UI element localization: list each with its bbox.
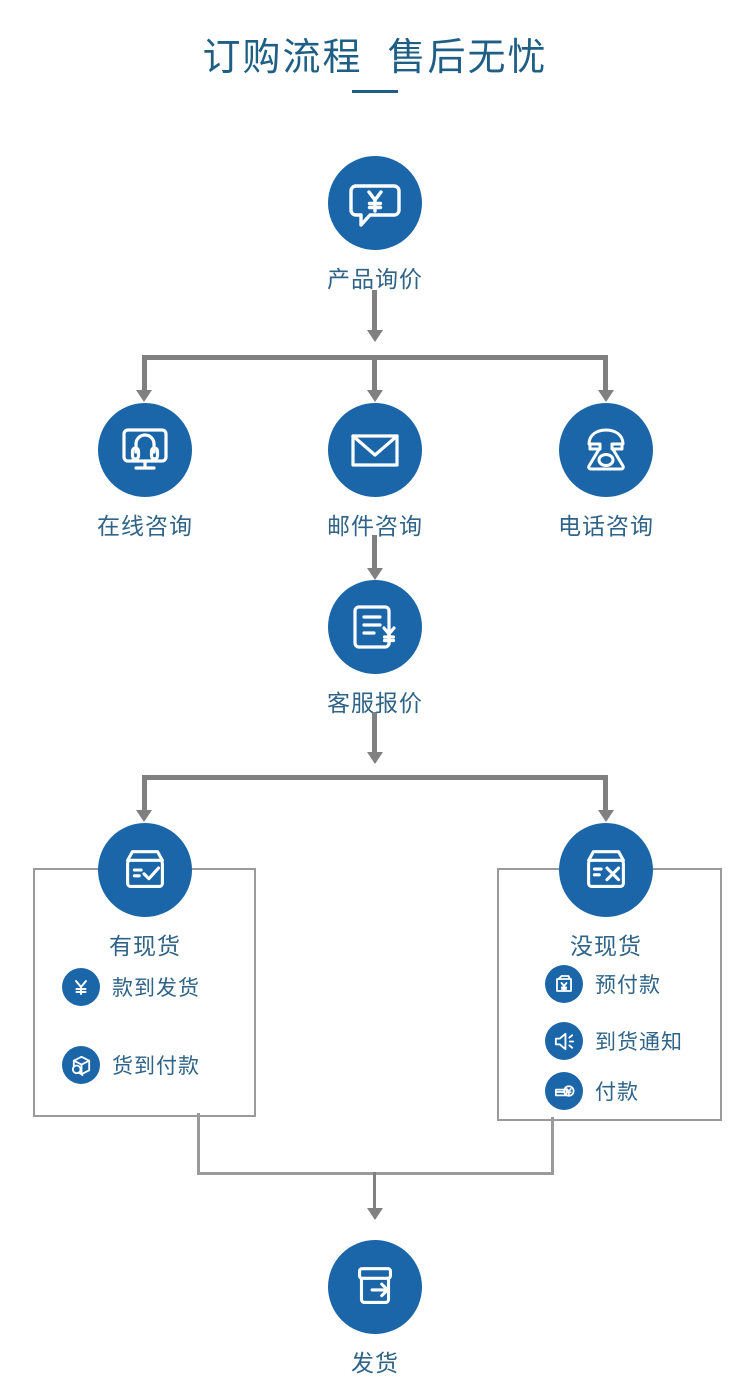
telephone-icon	[559, 403, 653, 497]
sub-item-label-cash-on-delivery: 货到付款	[112, 1055, 200, 1078]
envelope-icon	[328, 403, 422, 497]
node-out-of-stock[interactable]: 没现货	[541, 823, 671, 961]
node-in-stock[interactable]: 有现货	[80, 823, 210, 961]
arrow-head-quote-down	[367, 752, 383, 764]
node-label-service-quote: 客服报价	[327, 690, 423, 716]
box-arrow-out-icon	[328, 1240, 422, 1334]
title-underline-rule	[352, 89, 398, 93]
box-cross-icon	[559, 823, 653, 917]
arrow-head-online	[136, 390, 152, 402]
page-title: 订购流程 售后无忧	[202, 37, 548, 79]
arrow-head-end	[367, 1208, 383, 1220]
arrow-head-phone	[598, 390, 614, 402]
node-label-phone-consult: 电话咨询	[558, 513, 654, 539]
connector-bus-outcomes	[142, 775, 608, 780]
sub-item-label-prepayment: 预付款	[595, 974, 661, 997]
connector-merge-to-end	[373, 1172, 376, 1214]
chat-bubble-yen-icon	[328, 156, 422, 250]
page-title-block: 订购流程 售后无忧	[0, 37, 750, 93]
arrow-head-out-of-stock	[598, 810, 614, 822]
node-phone-consult[interactable]: 电话咨询	[541, 403, 671, 541]
node-email-consult[interactable]: 邮件咨询	[310, 403, 440, 541]
monitor-headset-icon	[98, 403, 192, 497]
box-check-icon	[98, 823, 192, 917]
sub-item-cash-on-delivery[interactable]: 货到付款	[62, 1046, 200, 1084]
connector-drop-email	[372, 355, 377, 393]
connector-drop-in-stock	[142, 775, 147, 813]
sub-item-label-arrival-notice: 到货通知	[595, 1031, 683, 1054]
connector-drop-online	[142, 355, 147, 393]
package-search-icon	[62, 1046, 100, 1084]
yen-circle-icon	[62, 968, 100, 1006]
connector-merge-left-vertical	[197, 1113, 200, 1175]
wallet-yen-icon	[545, 965, 583, 1003]
card-yen-icon	[545, 1072, 583, 1110]
node-service-quote[interactable]: 客服报价	[310, 580, 440, 718]
arrow-head-in-stock	[136, 810, 152, 822]
document-yen-icon	[328, 580, 422, 674]
node-online-consult[interactable]: 在线咨询	[80, 403, 210, 541]
node-shipment[interactable]: 发货	[310, 1240, 440, 1378]
connector-drop-out-of-stock	[603, 775, 608, 813]
connector-start-down	[372, 290, 377, 332]
connector-merge-right-vertical	[551, 1117, 554, 1175]
sub-item-label-pay-then-ship: 款到发货	[112, 977, 200, 1000]
arrow-head-quote	[367, 568, 383, 580]
node-label-email-consult: 邮件咨询	[327, 513, 423, 539]
connector-drop-phone	[603, 355, 608, 393]
node-label-in-stock: 有现货	[109, 933, 181, 959]
sub-item-pay-then-ship[interactable]: 款到发货	[62, 968, 200, 1006]
arrow-head-start-down	[367, 330, 383, 342]
speaker-icon	[545, 1022, 583, 1060]
node-label-product-inquiry: 产品询价	[327, 266, 423, 292]
connector-quote-down	[372, 712, 377, 754]
connector-email-to-quote	[372, 535, 377, 575]
sub-item-label-payment: 付款	[595, 1081, 639, 1104]
node-product-inquiry[interactable]: 产品询价	[310, 156, 440, 294]
node-label-shipment: 发货	[351, 1350, 399, 1376]
node-label-online-consult: 在线咨询	[97, 513, 193, 539]
sub-item-payment[interactable]: 付款	[545, 1072, 639, 1110]
sub-item-prepayment[interactable]: 预付款	[545, 965, 661, 1003]
sub-item-arrival-notice[interactable]: 到货通知	[545, 1022, 683, 1060]
arrow-head-email	[367, 390, 383, 402]
node-label-out-of-stock: 没现货	[570, 933, 642, 959]
